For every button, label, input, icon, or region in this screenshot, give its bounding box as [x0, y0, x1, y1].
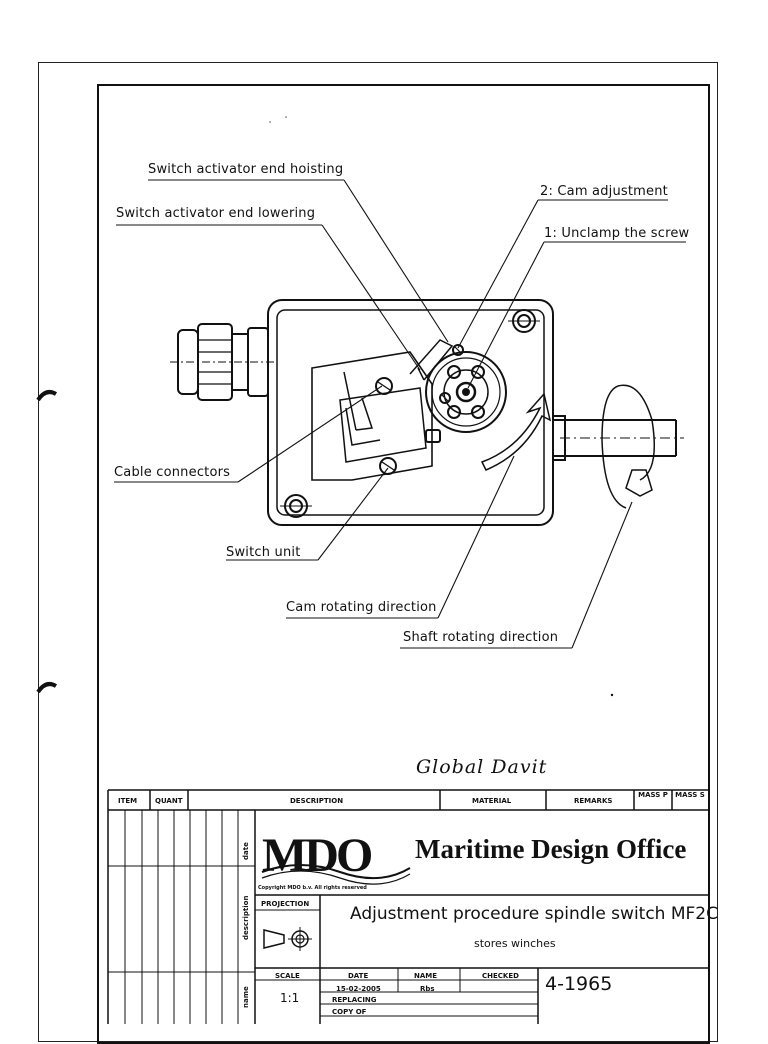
binder-marks: [36, 390, 58, 694]
scale-value: 1:1: [280, 991, 300, 1005]
label-cam-adjustment: 2: Cam adjustment: [540, 184, 668, 199]
replacing-label: REPLACING: [332, 996, 377, 1004]
shaft-rotation-arrow: [625, 469, 653, 497]
drawing-subtitle: stores winches: [474, 937, 556, 950]
projection-cone-icon: [263, 929, 285, 949]
switch-unit-body: [311, 351, 433, 481]
copyright-note: Copyright MDO b.v. All rights reserved: [258, 885, 367, 891]
label-shaft-rotating: Shaft rotating direction: [403, 630, 559, 645]
side-label-name: name: [242, 986, 250, 1008]
handwritten-note: Global Davit: [416, 756, 548, 778]
scale-label: SCALE: [275, 972, 300, 980]
checked-label: CHECKED: [482, 972, 519, 980]
cam-assembly: [425, 344, 507, 433]
label-switch-unit: Switch unit: [226, 545, 301, 560]
header-material: MATERIAL: [472, 797, 512, 805]
side-label-date: date: [242, 842, 250, 860]
enclosure-inner: [276, 309, 545, 516]
projection-label: PROJECTION: [261, 900, 310, 908]
date-label: DATE: [348, 972, 369, 980]
copy-of-label: COPY OF: [332, 1008, 367, 1016]
label-cam-rotating: Cam rotating direction: [286, 600, 437, 615]
side-label-description: description: [242, 895, 250, 940]
enclosure-outer: [267, 299, 554, 526]
header-description: DESCRIPTION: [290, 797, 344, 805]
drawing-title: Adjustment procedure spindle switch MF2C: [350, 904, 718, 924]
header-quant: QUANT: [155, 797, 183, 805]
name-label: NAME: [414, 972, 438, 980]
shaft: [552, 415, 684, 461]
name-value: Rbs: [420, 985, 435, 993]
date-value: 15-02-2005: [336, 985, 381, 993]
cable-gland: [170, 323, 275, 401]
header-mass-p: MASS P: [638, 791, 668, 799]
label-unclamp-screw: 1: Unclamp the screw: [544, 226, 690, 241]
label-activator-hoisting: Switch activator end hoisting: [148, 162, 344, 177]
leader-lines: [114, 179, 686, 649]
mdo-logo: MDO: [262, 829, 373, 882]
cam-rotation-arrow: [480, 392, 552, 471]
label-activator-lowering: Switch activator end lowering: [116, 206, 316, 221]
company-name: Maritime Design Office: [415, 834, 687, 864]
header-item: ITEM: [118, 797, 138, 805]
label-cable-connectors: Cable connectors: [114, 465, 231, 480]
drawing-number: 4-1965: [545, 973, 613, 995]
header-mass-s: MASS S: [675, 791, 705, 799]
header-remarks: REMARKS: [574, 797, 613, 805]
